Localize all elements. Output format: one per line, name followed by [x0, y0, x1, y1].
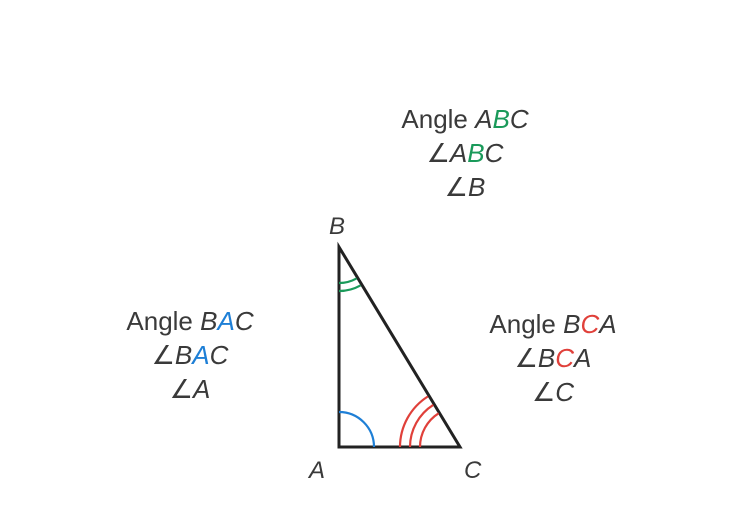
angle-a-letter-3: C: [234, 306, 254, 336]
angle-a-short: ∠A: [105, 372, 275, 406]
angle-b-word: Angle: [401, 104, 476, 134]
angle-a-arc: [338, 410, 376, 448]
angle-b-notation-letter-1: A: [449, 138, 468, 168]
angle-b-labels: Angle ABC ∠ABC ∠B: [380, 102, 550, 204]
vertex-label-c: C: [464, 457, 482, 484]
angle-b-notation-letter-3: C: [484, 138, 504, 168]
angle-c-notation-letter-3: A: [574, 343, 592, 373]
angle-c-letter-3: A: [599, 309, 617, 339]
angle-b-notation: ∠ABC: [380, 136, 550, 170]
angle-b-letter-3: C: [509, 104, 529, 134]
angle-symbol-icon: ∠: [531, 377, 556, 407]
angle-b-marks: [338, 277, 362, 293]
angle-a-letter-2: A: [217, 306, 235, 336]
angle-c-notation-letter-1: B: [537, 343, 556, 373]
angle-symbol-icon: ∠: [444, 172, 468, 202]
angle-c-arc-3: [418, 412, 440, 448]
vertex-label-b: B: [329, 213, 345, 240]
angle-a-word: Angle: [126, 306, 201, 336]
angle-symbol-icon: ∠: [151, 340, 175, 370]
angle-a-notation-letter-2: A: [192, 340, 210, 370]
angle-a-notation-letter-3: C: [209, 340, 229, 370]
angle-c-word: Angle: [489, 309, 564, 339]
angle-a-short-letter: A: [192, 374, 211, 404]
angle-c-arc-1: [398, 395, 429, 448]
angle-c-labels: Angle BCA ∠BCA ∠C: [468, 307, 638, 409]
angle-b-title: Angle ABC: [380, 102, 550, 136]
vertex-label-a: A: [307, 457, 325, 484]
angle-b-arc-1: [338, 277, 358, 285]
angle-a-title: Angle BAC: [105, 304, 275, 338]
angle-c-short: ∠C: [468, 375, 638, 409]
angle-b-letter-1: A: [475, 104, 493, 134]
angle-a-letter-1: B: [200, 306, 218, 336]
angle-c-notation-letter-2: C: [555, 343, 575, 373]
angle-symbol-icon: ∠: [514, 343, 538, 373]
angle-a-labels: Angle BAC ∠BAC ∠A: [105, 304, 275, 406]
angle-b-notation-letter-2: B: [467, 138, 485, 168]
angle-b-letter-2: B: [492, 104, 510, 134]
triangle-abc: [337, 241, 463, 449]
angle-b-arc-2: [338, 284, 362, 293]
angle-b-short: ∠B: [380, 170, 550, 204]
angle-symbol-icon: ∠: [426, 138, 450, 168]
angle-c-notation: ∠BCA: [468, 341, 638, 375]
angle-symbol-icon: ∠: [169, 374, 193, 404]
angle-c-short-letter: C: [555, 377, 575, 407]
angle-a-notation-letter-1: B: [174, 340, 193, 370]
angle-b-short-letter: B: [467, 172, 486, 202]
angle-a-notation: ∠BAC: [105, 338, 275, 372]
angle-c-arc-2: [408, 403, 434, 448]
angle-c-letter-1: B: [563, 309, 581, 339]
angle-c-title: Angle BCA: [468, 307, 638, 341]
angle-c-marks: [398, 395, 440, 448]
angle-c-letter-2: C: [580, 309, 600, 339]
